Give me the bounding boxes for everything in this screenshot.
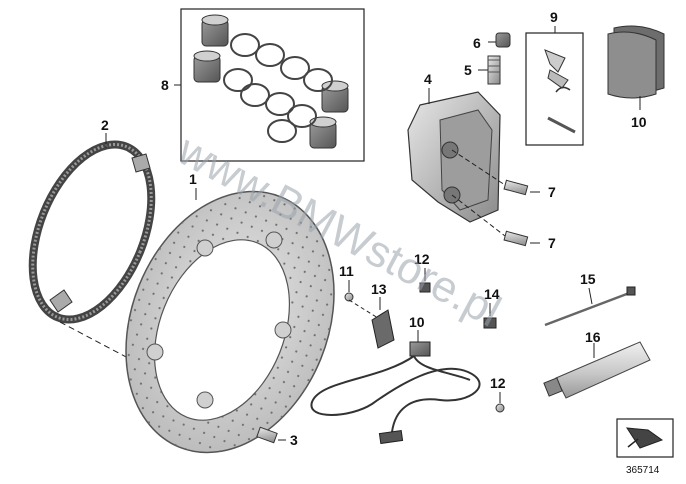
label-12a: 11 bbox=[339, 263, 354, 279]
screw-upper[interactable]: 11 bbox=[339, 263, 379, 319]
caliper-bolt-lower[interactable]: 7 bbox=[451, 194, 556, 251]
label-11: 10 bbox=[409, 314, 425, 330]
label-2: 2 bbox=[101, 117, 109, 133]
label-9: 9 bbox=[550, 9, 558, 25]
brake-disc[interactable]: 1 bbox=[89, 160, 372, 484]
cable-tie[interactable]: 15 bbox=[544, 271, 636, 327]
pad-retaining-kit[interactable]: 9 bbox=[525, 9, 584, 146]
label-17: 16 bbox=[585, 329, 601, 345]
label-13: 12 bbox=[414, 251, 430, 267]
piston-seal-kit[interactable]: 8 bbox=[161, 8, 365, 162]
bleed-valve[interactable]: 5 bbox=[464, 55, 501, 85]
label-10: 10 bbox=[631, 114, 647, 130]
clip-15[interactable]: 14 bbox=[483, 286, 500, 329]
grease-tube[interactable]: 16 bbox=[543, 329, 651, 399]
label-5: 5 bbox=[464, 62, 472, 78]
dust-cap[interactable]: 6 bbox=[473, 32, 511, 51]
sensor-bracket[interactable]: 13 bbox=[371, 281, 395, 349]
clip-13[interactable]: 12 bbox=[414, 251, 431, 293]
abs-sensor-ring[interactable]: 2 bbox=[9, 117, 174, 337]
label-15: 14 bbox=[484, 286, 500, 302]
reference-box: 365714 bbox=[616, 418, 674, 476]
label-14: 13 bbox=[371, 281, 387, 297]
abs-sensor[interactable]: 10 bbox=[310, 314, 481, 445]
caliper-bolt-upper[interactable]: 7 bbox=[451, 149, 556, 200]
label-4: 4 bbox=[424, 71, 432, 87]
reference-number: 365714 bbox=[626, 465, 660, 476]
screw-lower[interactable]: 12 bbox=[490, 375, 506, 413]
label-7a: 7 bbox=[548, 184, 556, 200]
label-6: 6 bbox=[473, 35, 481, 51]
brake-caliper[interactable]: 4 bbox=[407, 71, 501, 223]
label-1: 1 bbox=[189, 171, 197, 187]
label-8: 8 bbox=[161, 77, 169, 93]
disc-bolt[interactable]: 3 bbox=[256, 426, 298, 448]
label-7b: 7 bbox=[548, 235, 556, 251]
label-12b: 12 bbox=[490, 375, 506, 391]
label-3: 3 bbox=[290, 432, 298, 448]
label-16: 15 bbox=[580, 271, 596, 287]
brake-pads[interactable]: 10 bbox=[607, 25, 665, 130]
